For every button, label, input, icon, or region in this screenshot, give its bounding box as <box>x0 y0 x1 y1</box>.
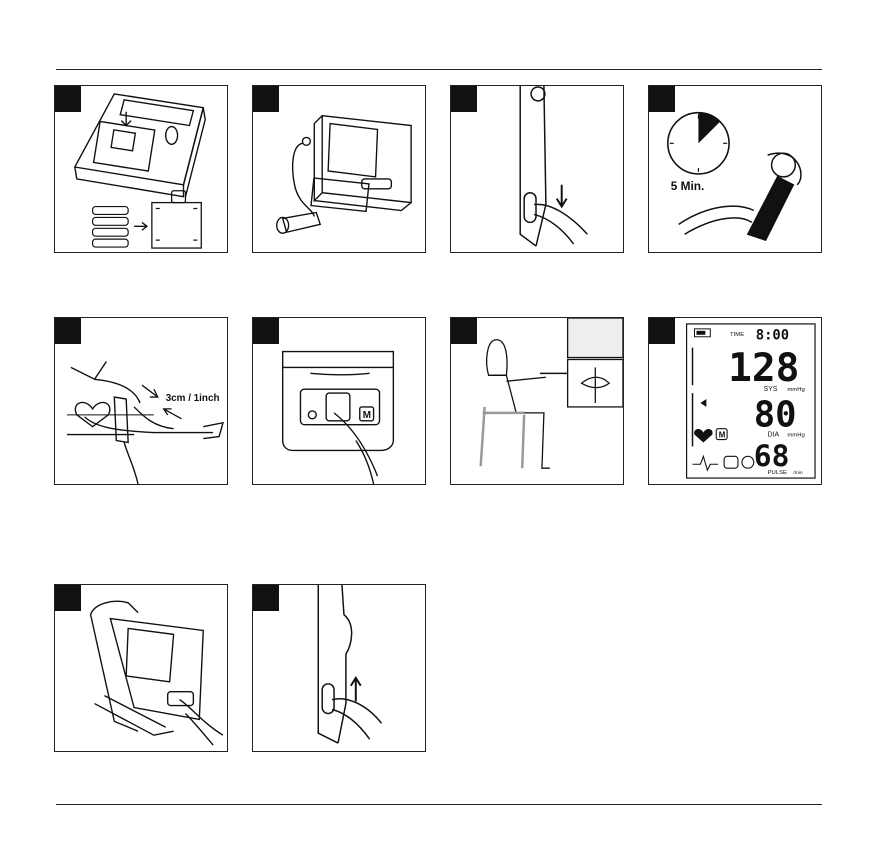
step-number-badge <box>253 585 279 611</box>
pulse-label: PULSE <box>768 470 787 476</box>
header-rule <box>56 69 822 70</box>
cuff-check-icon <box>742 456 754 468</box>
step-3-panel <box>450 85 624 253</box>
memory-key-label: M <box>363 410 371 421</box>
memory-key-label: M <box>719 431 726 440</box>
relaxing-person <box>679 153 801 240</box>
step-number-badge <box>451 318 477 344</box>
cuff-distance-label: 3cm / 1inch <box>166 393 220 404</box>
step-6-panel: M <box>252 317 426 485</box>
step-9-panel <box>54 584 228 752</box>
systolic-value: 128 <box>728 345 799 391</box>
step-2-panel <box>252 85 426 253</box>
heart-icon <box>694 429 712 442</box>
step-7-panel <box>450 317 624 485</box>
rest-duration-label: 5 Min. <box>671 179 705 193</box>
battery-cells <box>93 207 129 248</box>
step-number-badge <box>55 86 81 112</box>
step-number-badge <box>451 86 477 112</box>
battery-compartment <box>152 191 201 248</box>
step-number-badge <box>649 318 675 344</box>
time-value: 8:00 <box>756 328 789 344</box>
step-number-badge <box>649 86 675 112</box>
step-number-badge <box>55 318 81 344</box>
diastolic-unit: mmHg <box>787 433 804 439</box>
pulse-unit: /min <box>793 470 803 476</box>
systolic-label: SYS <box>764 386 778 393</box>
clock-icon <box>668 113 729 174</box>
step-1-panel <box>54 85 228 253</box>
step-number-badge <box>253 86 279 112</box>
step-8-panel: TIME 8:00 128 SYS mmHg 80 DIA mmHg 68 PU… <box>648 317 822 485</box>
no-talking-inset <box>568 318 623 407</box>
step-number-badge <box>253 318 279 344</box>
step-4-panel: 5 Min. <box>648 85 822 253</box>
diastolic-value: 80 <box>754 395 797 436</box>
cuff-icon <box>724 456 738 468</box>
systolic-unit: mmHg <box>787 387 804 393</box>
pulse-wave-icon <box>693 456 719 470</box>
time-label: TIME <box>730 332 744 338</box>
step-number-badge <box>55 585 81 611</box>
footer-rule <box>56 804 822 805</box>
step-5-panel: 3cm / 1inch <box>54 317 228 485</box>
pulse-value: 68 <box>754 438 790 473</box>
step-10-panel <box>252 584 426 752</box>
